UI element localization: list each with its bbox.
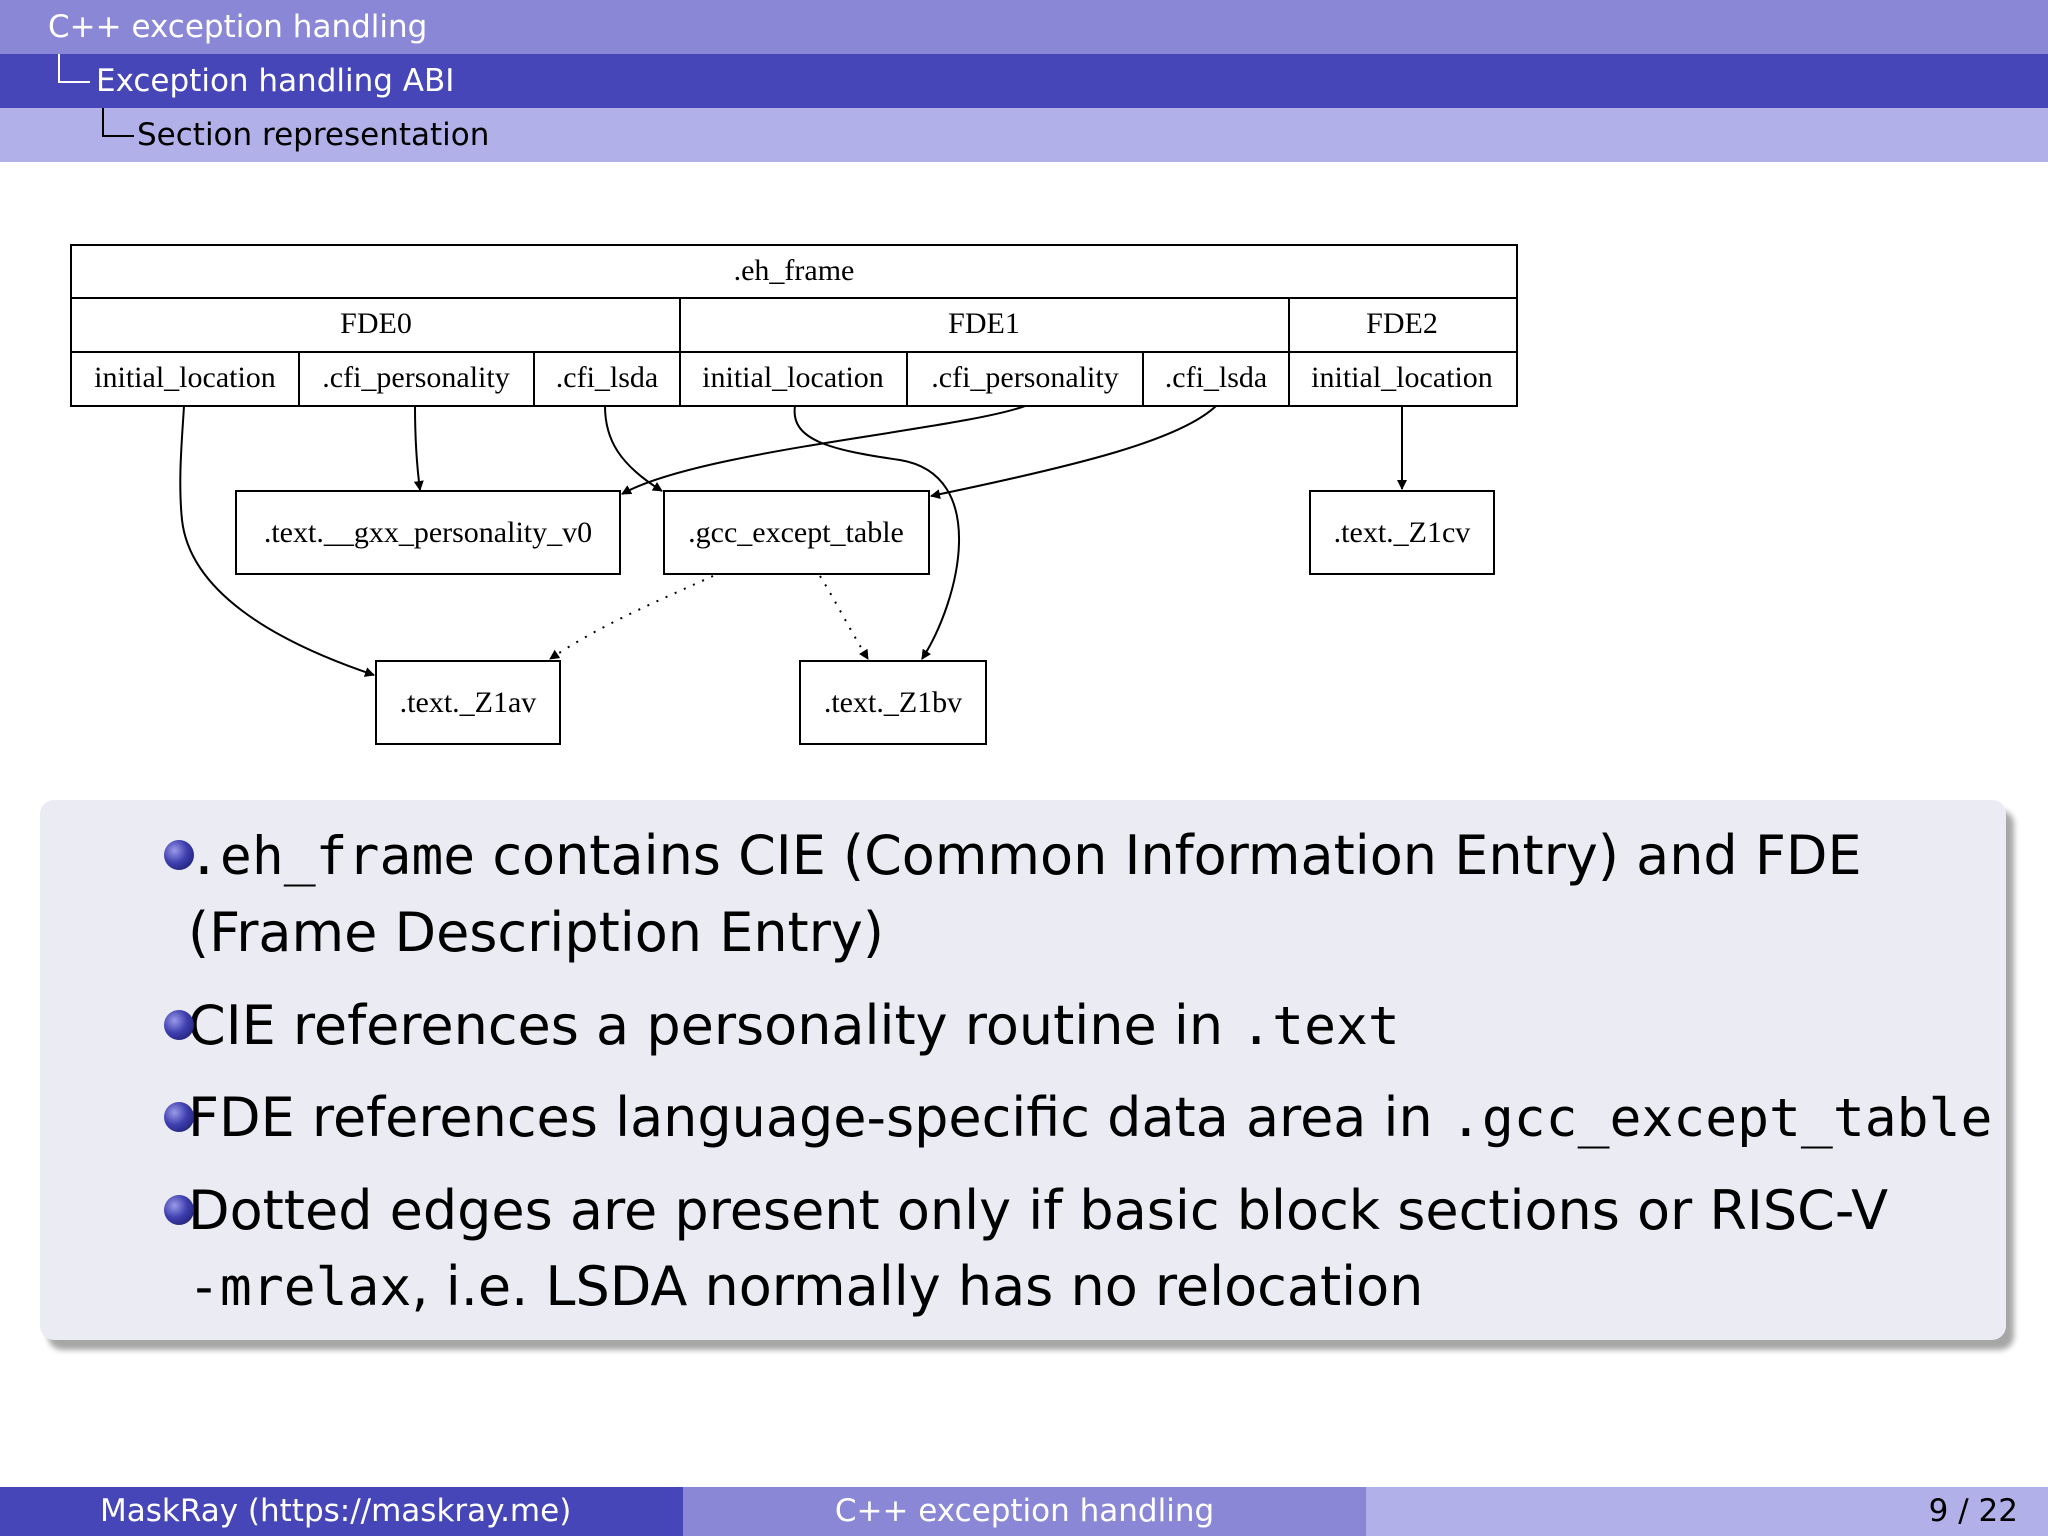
header-section-bar: C++ exception handling [0,0,2048,54]
field-label: .cfi_lsda [556,361,658,394]
tree-connector [102,108,134,137]
node-label: .gcc_except_table [688,516,904,549]
node-label: .text._Z1bv [824,686,962,719]
field-label: .cfi_personality [322,361,509,394]
footer-title: C++ exception handling [683,1487,1366,1536]
list-item: Dotted edges are present only if basic b… [164,1173,1889,1326]
bullet-text: (Frame Description Entry) [188,901,884,964]
list-item: CIE references a personality routine in … [164,988,1400,1065]
edge [621,405,1026,495]
bullet-text: CIE references a personality routine in [188,994,1241,1057]
bullet-icon [164,1102,194,1132]
code-text: -mrelax [188,1257,412,1318]
node-label: .text._Z1cv [1334,516,1471,549]
field-label: initial_location [94,361,276,394]
code-text: .gcc_except_table [1449,1088,1993,1149]
field-label: .cfi_personality [931,361,1118,394]
node-label: .text.__gxx_personality_v0 [264,516,592,549]
fde-label: FDE1 [948,307,1020,340]
record-title: .eh_frame [734,254,855,287]
node-z1cv [1309,490,1495,575]
footer-page-number: 9 / 22 [1366,1487,2048,1536]
eh-frame-diagram: .eh_frame FDE0 FDE1 FDE2 initial_locatio… [70,244,1518,745]
header-subsubsection-bar: Section representation [0,108,2048,162]
header-subsection-title: Exception handling ABI [96,63,455,99]
edge [413,405,424,491]
node-z1bv [799,660,987,745]
code-text: .text [1240,996,1400,1057]
header-subsection-bar: Exception handling ABI [0,54,2048,108]
bullet-icon [164,1195,194,1225]
content-block: .eh_frame contains CIE (Common Informati… [40,800,2006,1340]
field-label: .cfi_lsda [1165,361,1267,394]
node-gcc-except-table [663,490,930,575]
bullet-text: Dotted edges are present only if basic b… [188,1179,1889,1242]
bullet-text: contains CIE (Common Information Entry) … [475,824,1862,887]
edge [930,405,1217,500]
node-label: .text._Z1av [400,686,537,719]
header-subsubsection-title: Section representation [137,117,490,153]
code-text: .eh_frame [188,826,476,887]
list-item: .eh_frame contains CIE (Common Informati… [164,818,1862,971]
node-personality [235,490,621,575]
bullet-icon [164,1010,194,1040]
list-item: FDE references language-specific data ar… [164,1080,1993,1157]
bullet-text: , i.e. LSDA normally has no relocation [411,1255,1424,1318]
edge [604,405,663,492]
tree-connector [58,54,90,83]
node-z1av [375,660,561,745]
edge [179,405,375,677]
header-section-title: C++ exception handling [48,9,428,45]
field-label: initial_location [1311,361,1493,394]
bullet-text: FDE references language-specific data ar… [188,1086,1450,1149]
bullet-list: .eh_frame contains CIE (Common Informati… [40,800,2006,1340]
fde-label: FDE0 [340,307,412,340]
field-label: initial_location [702,361,884,394]
bullet-icon [164,840,194,870]
edge [793,405,960,660]
edge-dotted [819,575,869,660]
edge-dotted [549,575,714,660]
fde-label: FDE2 [1366,307,1438,340]
footer-author: MaskRay (https://maskray.me) [0,1487,683,1536]
